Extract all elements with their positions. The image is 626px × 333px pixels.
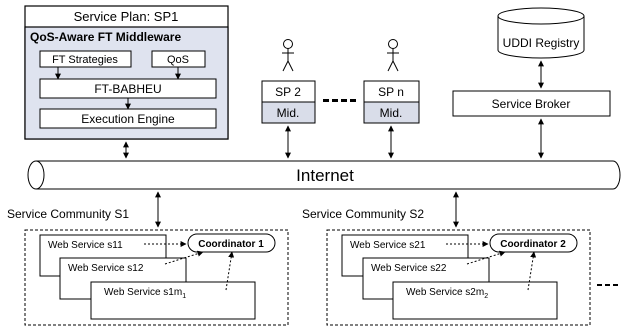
internet-label: Internet (296, 166, 354, 185)
service-plan-title: Service Plan: SP1 (74, 9, 179, 24)
user-figure-icon (387, 39, 399, 72)
spn-mid-label: Mid. (380, 106, 403, 120)
internet-pipe: Internet (27, 160, 621, 190)
execution-engine-label: Execution Engine (81, 112, 175, 126)
service-provider-spn: SP n Mid. (363, 39, 420, 124)
community-s2-title: Service Community S2 (302, 207, 424, 221)
service-broker: Service Broker (452, 90, 611, 117)
spn-label: SP n (378, 85, 404, 99)
sp2-label: SP 2 (275, 85, 301, 99)
web-service-s11-label: Web Service s11 (48, 240, 123, 251)
uddi-registry-label: UDDI Registry (503, 36, 580, 50)
ellipsis-dashes (323, 99, 356, 102)
coordinator-1-label: Coordinator 1 (198, 239, 264, 250)
uddi-registry-database-icon: UDDI Registry (497, 7, 585, 59)
web-service-s22-label: Web Service s22 (371, 263, 447, 274)
web-service-s21-label: Web Service s21 (350, 240, 426, 251)
service-broker-label: Service Broker (492, 97, 571, 111)
ft-strategies-box (39, 50, 132, 68)
web-service-s1m-label: Web Service s1m1 (104, 287, 186, 300)
more-communities-ellipsis (597, 284, 618, 286)
qos-label: QoS (167, 54, 189, 66)
ft-babheu-label: FT-BABHEU (94, 82, 161, 96)
service-provider-sp2: SP 2 Mid. (261, 39, 316, 124)
sp2-mid-label: Mid. (277, 106, 300, 120)
service-community-s2: Service Community S2 Web Service s21 Web… (302, 207, 591, 326)
community-s1-title: Service Community S1 (7, 207, 129, 221)
web-service-s2m-label: Web Service s2m2 (406, 287, 488, 300)
service-plan-sp1: Service Plan: SP1 QoS-Aware FT Middlewar… (24, 5, 229, 140)
coordinator-2-label: Coordinator 2 (500, 239, 566, 250)
web-service-s2m-subscript: 2 (484, 293, 488, 300)
web-service-s1m-subscript: 1 (182, 293, 186, 300)
ft-strategies-label: FT Strategies (52, 54, 118, 66)
middleware-title: QoS-Aware FT Middleware (30, 30, 181, 44)
user-figure-icon (282, 39, 294, 72)
web-service-s1m (90, 281, 256, 320)
web-service-s12-label: Web Service s12 (68, 263, 144, 274)
web-service-s2m (392, 281, 558, 320)
service-community-s1: Service Community S1 Web Service s11 Web… (7, 207, 289, 326)
connectors (123, 60, 544, 228)
